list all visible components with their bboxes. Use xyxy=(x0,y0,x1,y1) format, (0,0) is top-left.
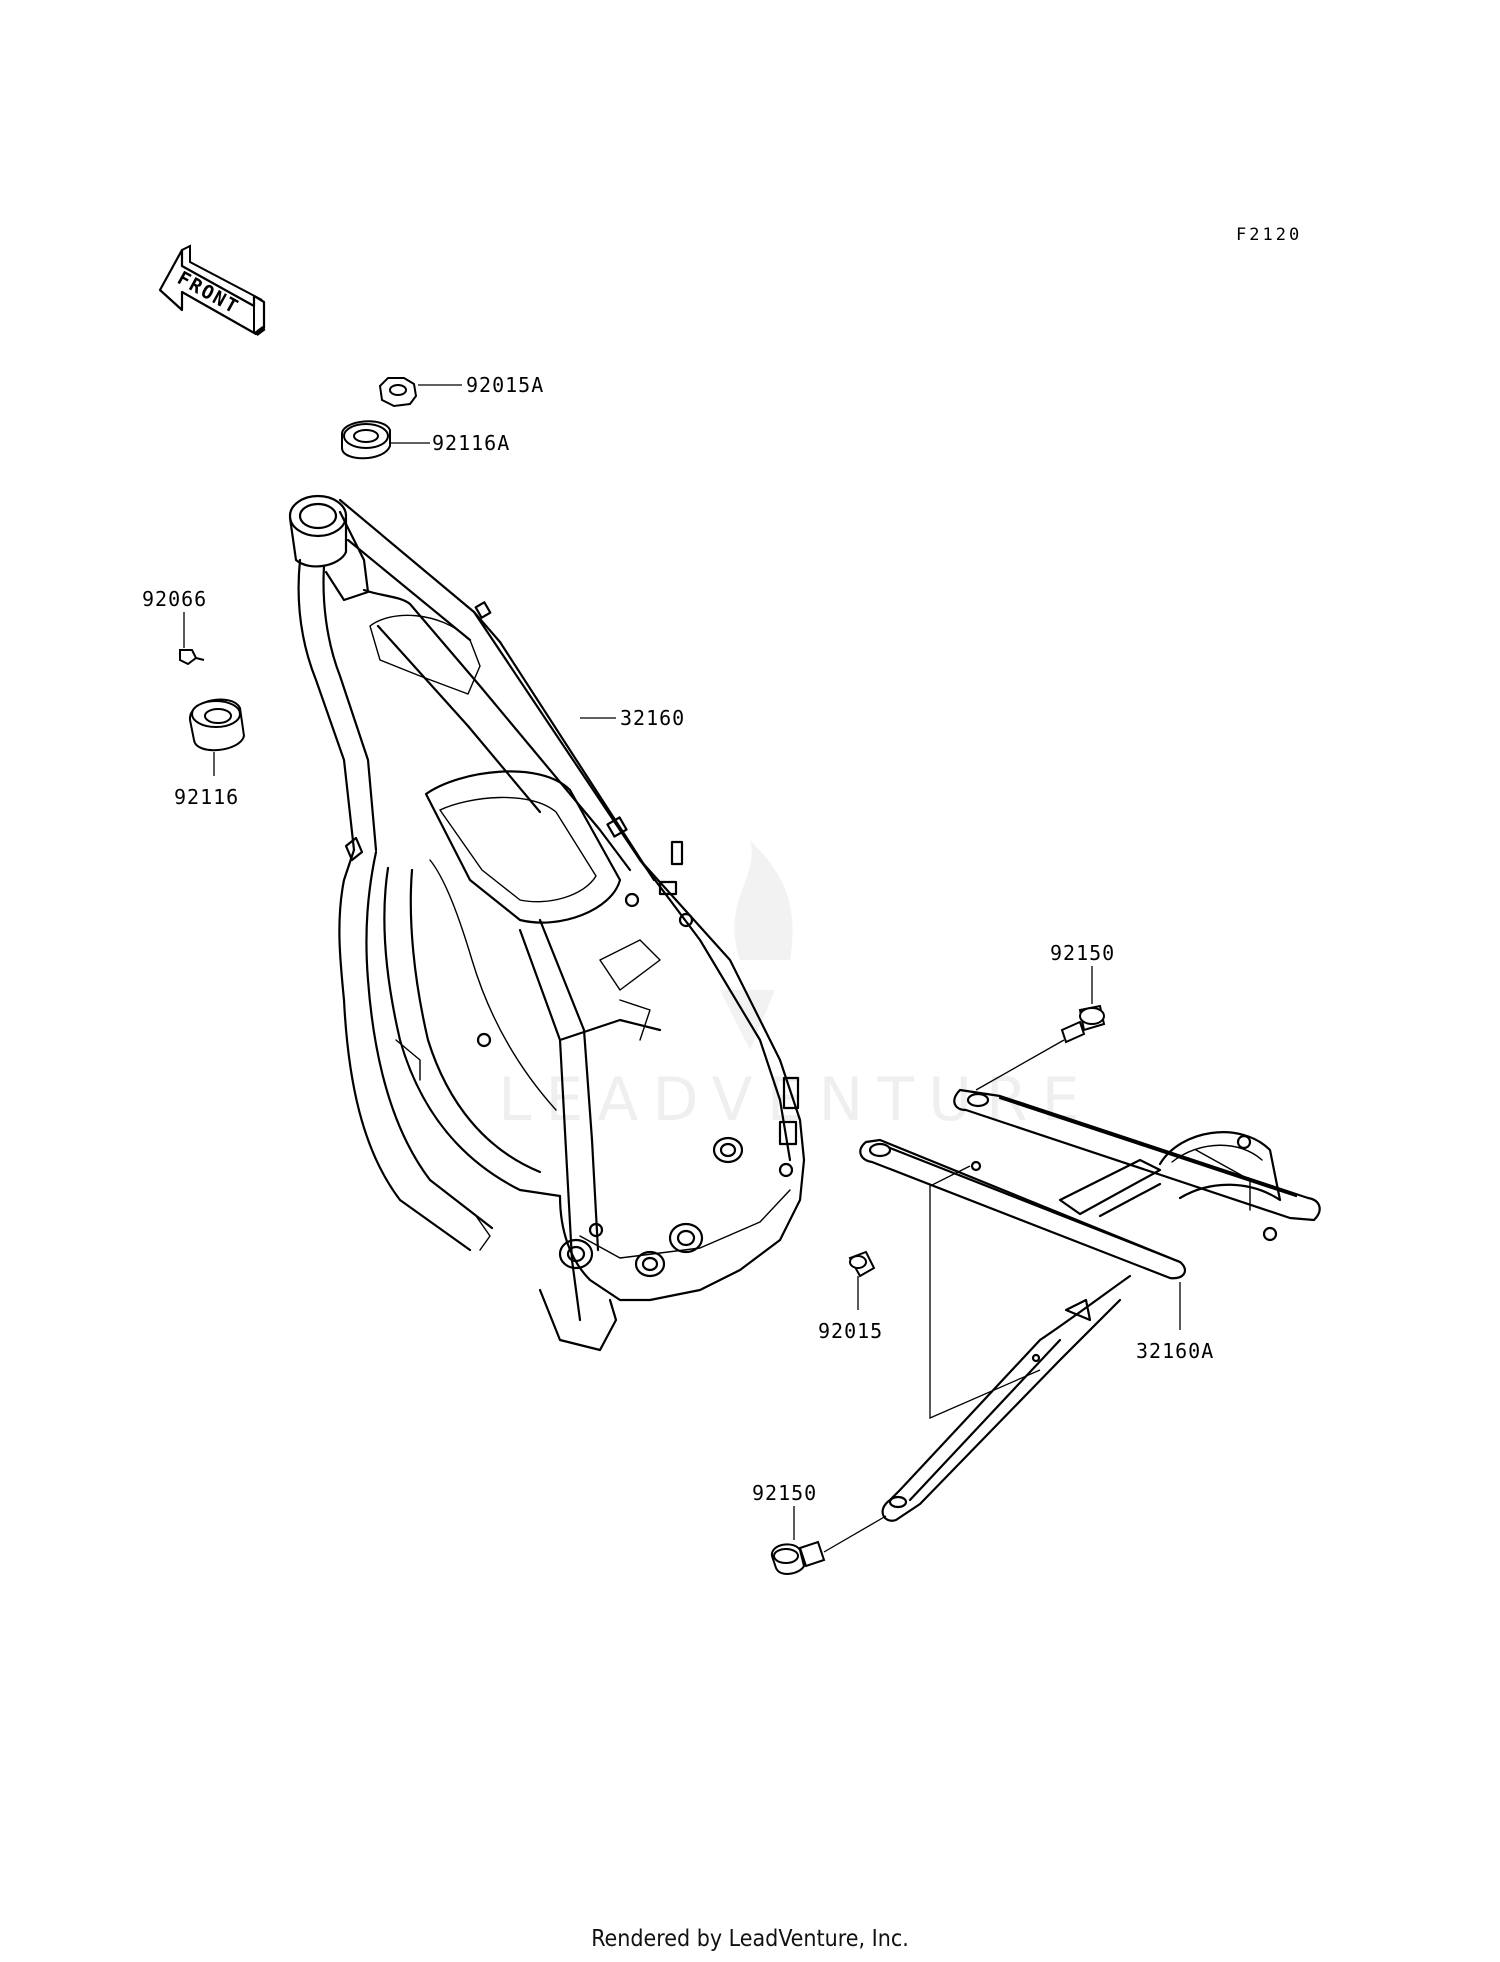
footer-credit: Rendered by LeadVenture, Inc. xyxy=(591,1926,909,1952)
rear-frame-32160A xyxy=(859,1088,1321,1522)
part-label-92015A: 92015A xyxy=(466,373,544,397)
main-frame-32160 xyxy=(288,494,806,1352)
part-label-92150-bottom: 92150 xyxy=(752,1481,817,1505)
watermark-text: LEADVENTURE xyxy=(498,1065,1094,1135)
nut-92015A-icon xyxy=(378,377,418,408)
diagram-code: F2120 xyxy=(1236,225,1302,245)
bearing-92116A-icon xyxy=(341,420,391,460)
part-label-32160: 32160 xyxy=(620,706,685,730)
screw-92066-icon xyxy=(179,649,205,666)
watermark-logo: LEADVENTURE xyxy=(498,840,1094,1135)
bolt-92150-top-icon xyxy=(1060,1004,1106,1044)
part-label-92150-top: 92150 xyxy=(1050,941,1115,965)
part-label-92066: 92066 xyxy=(142,587,207,611)
part-label-92116: 92116 xyxy=(174,785,239,809)
part-label-92015: 92015 xyxy=(818,1319,883,1343)
front-arrow-icon: FRONT xyxy=(158,244,266,336)
bearing-92116-icon xyxy=(188,698,246,752)
part-label-92116A: 92116A xyxy=(432,431,510,455)
bolt-92150-bottom-icon xyxy=(770,1540,826,1575)
collar-92015-icon xyxy=(848,1250,876,1278)
part-label-32160A: 32160A xyxy=(1136,1339,1214,1363)
